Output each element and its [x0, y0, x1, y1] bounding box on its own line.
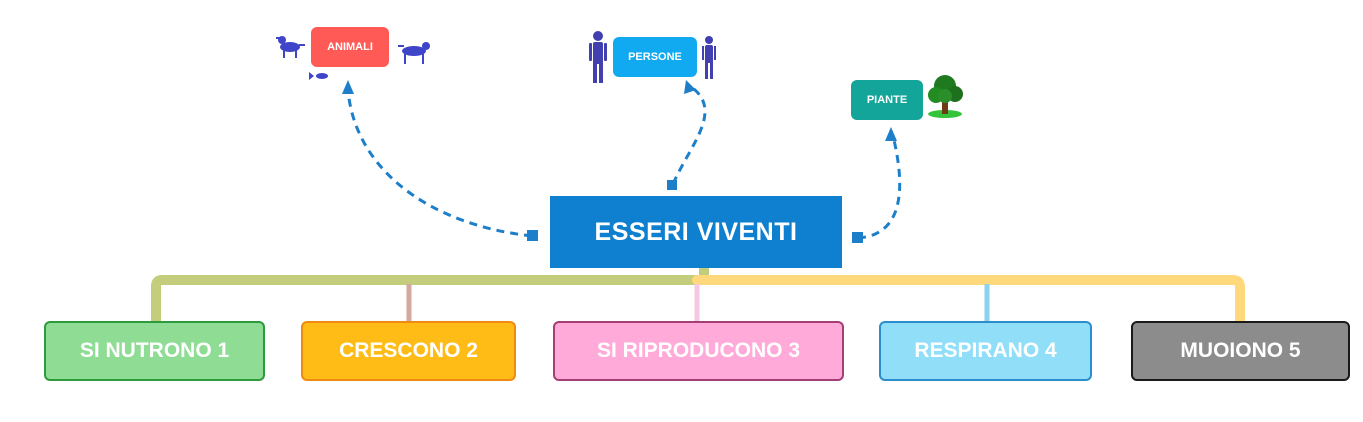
connector-animali [346, 89, 533, 238]
category-muoiono[interactable]: MUOIONO 5 [1131, 321, 1350, 381]
category-crescono[interactable]: CRESCONO 2 [301, 321, 516, 381]
tag-piante[interactable]: PIANTE [851, 80, 923, 120]
fish-icon [309, 72, 328, 80]
branch-bar-left [151, 263, 709, 327]
tag-persone[interactable]: PERSONE [613, 37, 697, 77]
connector-handle-animali[interactable] [527, 230, 538, 241]
arrowhead-animali [342, 80, 354, 94]
human-figure-icon [702, 36, 716, 79]
arrowhead-persone [684, 80, 696, 94]
human-figure-icon [589, 31, 607, 83]
connector-handle-persone[interactable] [667, 180, 677, 190]
central-node[interactable]: ESSERI VIVENTI [550, 196, 842, 268]
connector-piante [857, 135, 902, 240]
connector-handle-piante[interactable] [852, 232, 863, 243]
arrowhead-piante [885, 127, 897, 141]
category-si-riproducono[interactable]: SI RIPRODUCONO 3 [553, 321, 844, 381]
branch-bar-right [692, 275, 1245, 327]
tag-animali[interactable]: ANIMALI [311, 27, 389, 67]
connector-persone [671, 84, 707, 185]
tree-icon [928, 75, 963, 118]
dog-icon [276, 36, 305, 58]
dog-icon [398, 42, 430, 64]
category-respirano[interactable]: RESPIRANO 4 [879, 321, 1092, 381]
category-si-nutrono[interactable]: SI NUTRONO 1 [44, 321, 265, 381]
